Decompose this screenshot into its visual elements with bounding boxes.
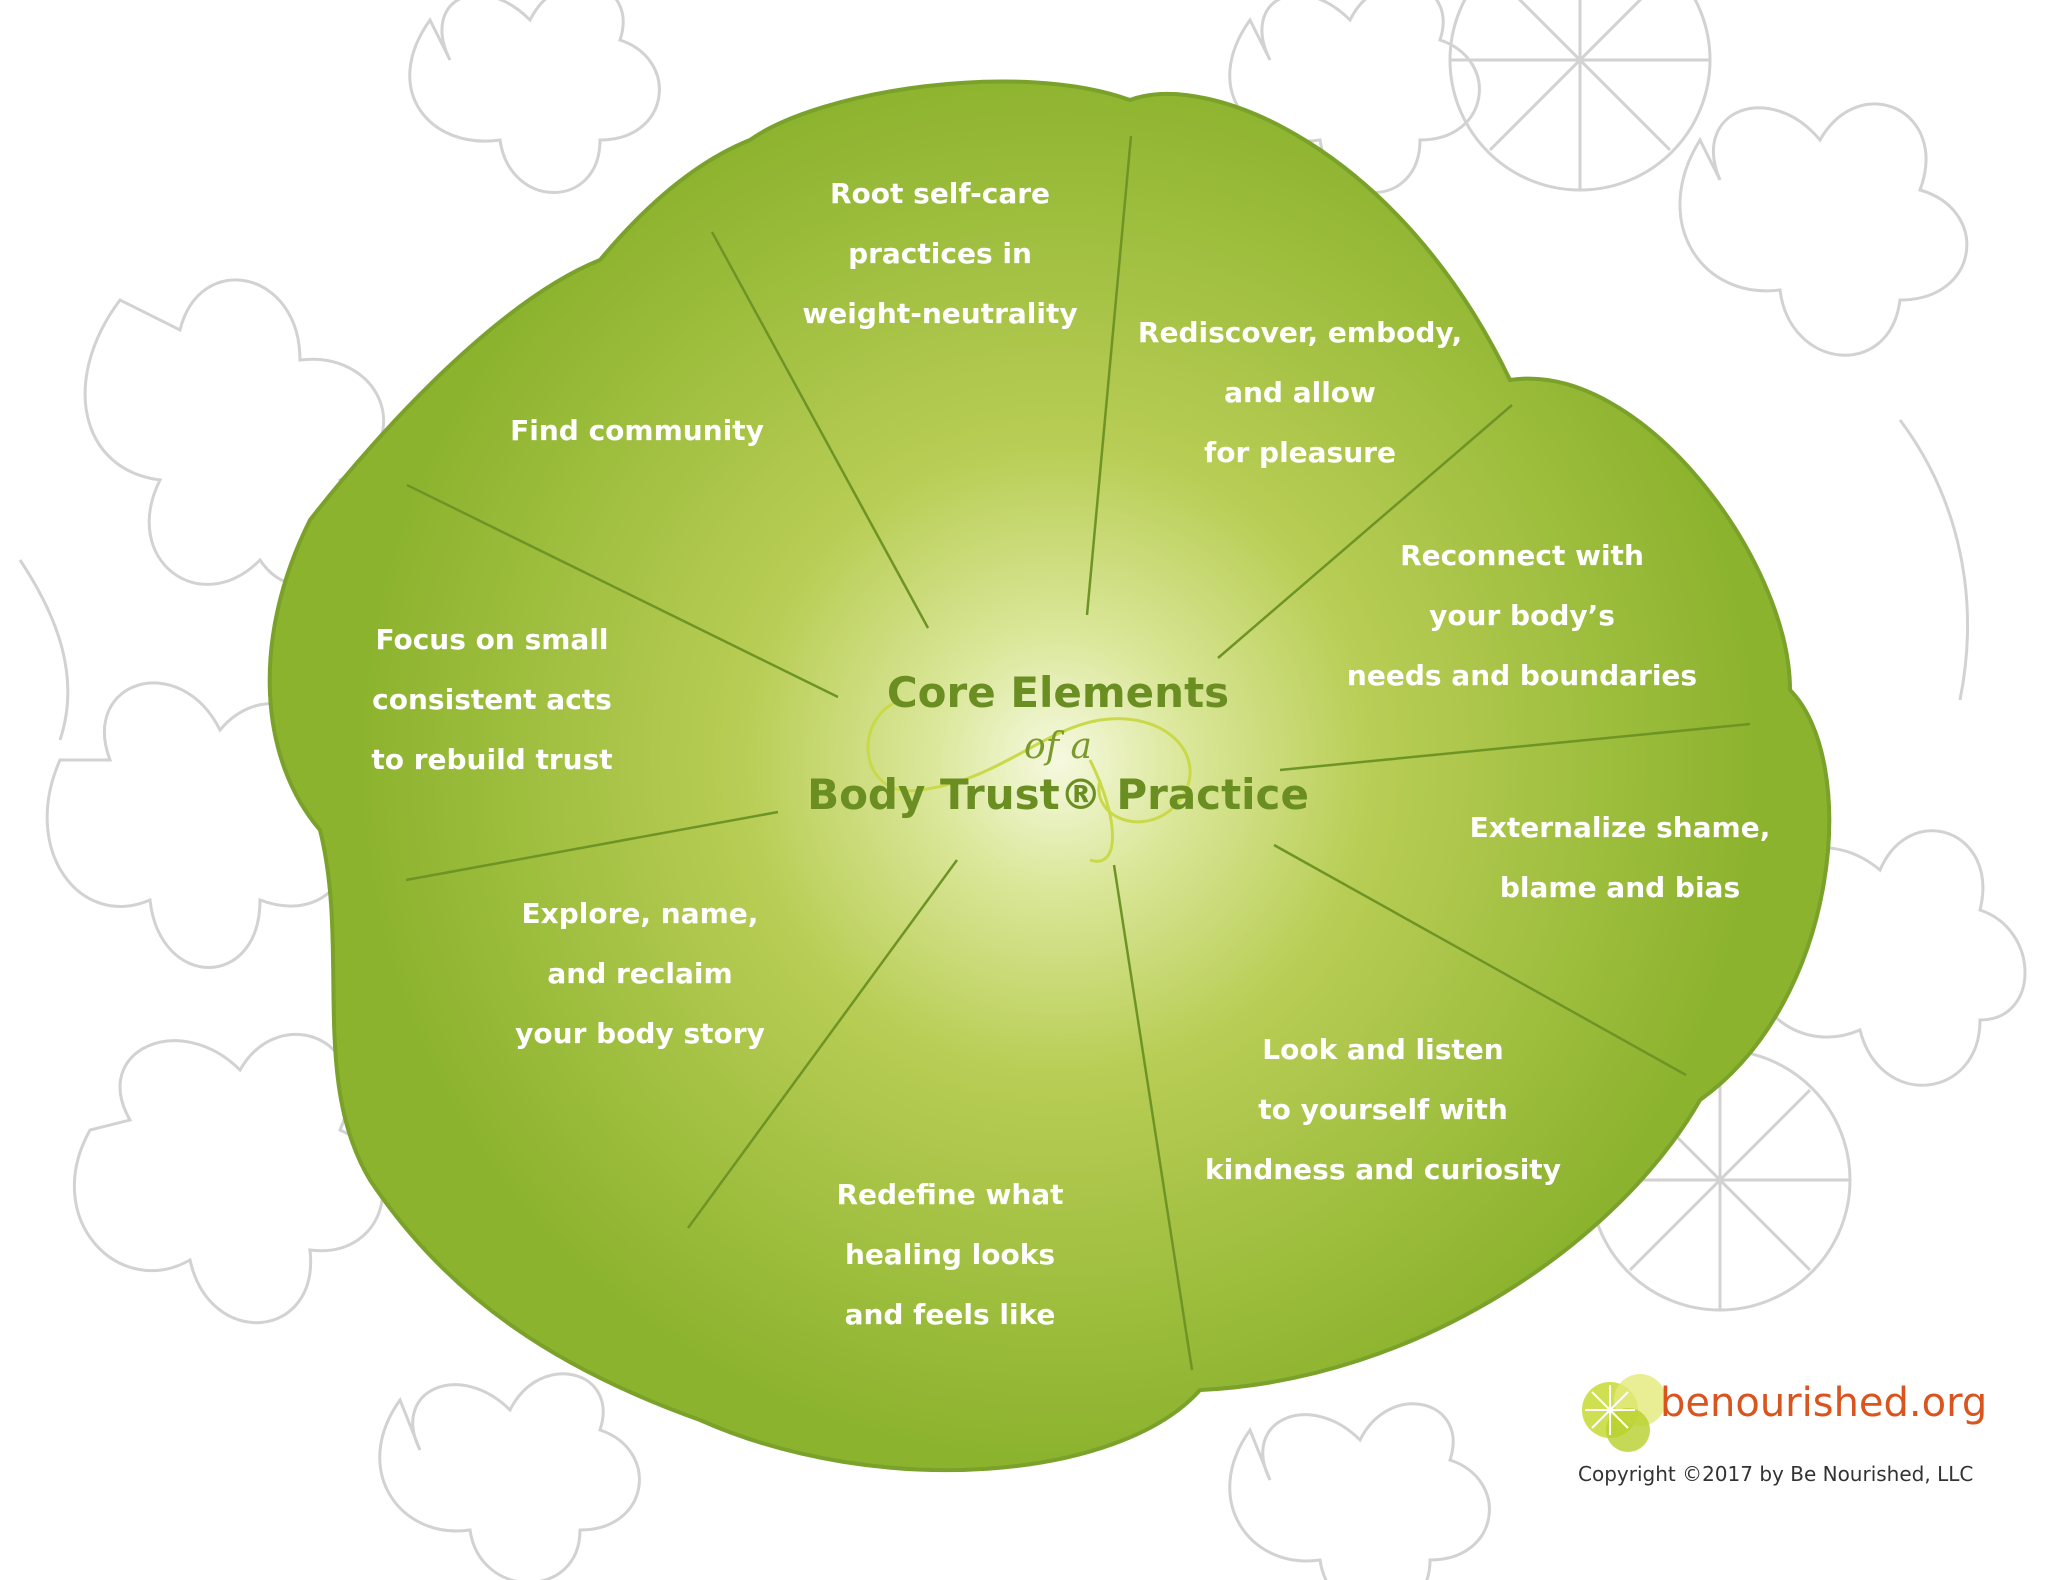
segment-reconnect: Reconnect with your body’s needs and bou…	[1347, 526, 1697, 706]
segment-text: consistent acts	[372, 683, 612, 716]
segment-text: Explore, name,	[521, 897, 759, 930]
segment-look-listen: Look and listen to yourself with kindnes…	[1205, 1020, 1561, 1200]
segment-text: your body story	[515, 1017, 765, 1050]
brand-name[interactable]: benourished.org	[1660, 1380, 1988, 1426]
divider-line	[406, 483, 839, 699]
segment-text: Look and listen	[1262, 1033, 1504, 1066]
divider-line	[686, 859, 959, 1229]
divider-line	[1112, 864, 1194, 1371]
segment-text: to yourself with	[1258, 1093, 1508, 1126]
segment-text: practices in	[848, 237, 1032, 270]
segment-text: needs and boundaries	[1346, 659, 1698, 692]
divider-line	[1217, 404, 1513, 659]
segment-text: your body’s	[1429, 599, 1615, 632]
segment-text: to rebuild trust	[371, 743, 613, 776]
brand-logo[interactable]: benourished.org	[1578, 1372, 1998, 1442]
segment-community: Find community	[510, 401, 764, 461]
brand-logo-icon	[1582, 1374, 1666, 1452]
segment-text: and reclaim	[547, 957, 733, 990]
divider-line	[1279, 722, 1751, 772]
petal-shape	[267, 79, 1832, 1473]
diagram-title: Core Elements	[886, 668, 1230, 717]
segment-externalize: Externalize shame, blame and bias	[1470, 798, 1771, 918]
segment-text: Find community	[510, 414, 764, 447]
segment-text: and allow	[1224, 376, 1376, 409]
segment-redefine: Redefine what healing looks and feels li…	[836, 1165, 1063, 1345]
segment-text: kindness and curiosity	[1205, 1153, 1561, 1186]
swirl-ornament	[866, 698, 1192, 863]
copyright-text: Copyright ©2017 by Be Nourished, LLC	[1578, 1462, 1974, 1486]
segment-text: Externalize shame,	[1469, 811, 1771, 844]
divider-line	[1085, 135, 1133, 616]
segment-text: Root self-care	[829, 177, 1051, 210]
segment-text: and feels like	[844, 1298, 1056, 1331]
segment-dividers	[405, 135, 1751, 1371]
segment-root: Root self-care practices in weight-neutr…	[802, 164, 1077, 344]
divider-line	[1273, 843, 1687, 1077]
segment-text: weight-neutrality	[802, 297, 1078, 330]
segment-text: Focus on small	[375, 623, 609, 656]
segment-text: Reconnect with	[1400, 539, 1644, 572]
diagram-title-connector: of a	[1024, 726, 1092, 767]
segment-text: Rediscover, embody,	[1137, 316, 1463, 349]
segment-text: blame and bias	[1499, 871, 1741, 904]
segment-focus: Focus on small consistent acts to rebuil…	[371, 610, 612, 790]
segment-text: for pleasure	[1204, 436, 1396, 469]
segment-text: Redefine what	[836, 1178, 1064, 1211]
diagram-subtitle: Body Trust® Practice	[807, 770, 1309, 819]
segment-text: healing looks	[844, 1238, 1056, 1271]
segment-rediscover: Rediscover, embody, and allow for pleasu…	[1138, 303, 1462, 483]
divider-line	[405, 810, 779, 882]
divider-line	[710, 231, 930, 629]
segment-explore: Explore, name, and reclaim your body sto…	[515, 884, 765, 1064]
